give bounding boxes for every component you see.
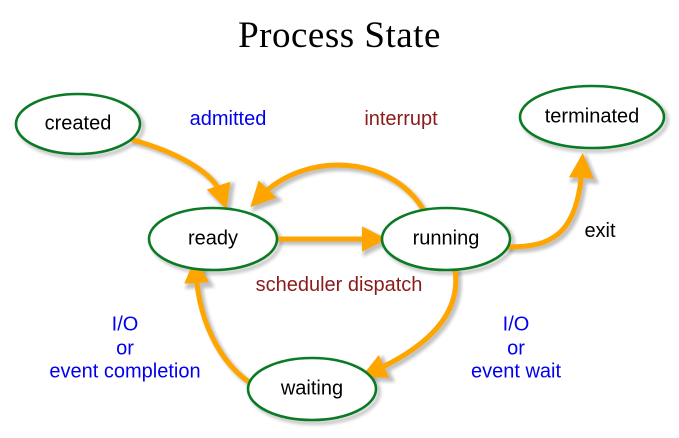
edge-io-event-completion: [184, 258, 262, 391]
edges: [130, 137, 594, 391]
node-label-waiting: waiting: [280, 377, 344, 400]
edge-admitted: [130, 137, 231, 210]
node-terminated[interactable]: [518, 84, 666, 150]
node-running[interactable]: [380, 206, 512, 272]
edge-exit: [505, 153, 594, 250]
node-waiting[interactable]: [246, 356, 378, 422]
edge-label-exit: exit: [584, 220, 616, 243]
node-created[interactable]: [14, 92, 142, 156]
nodes: [14, 84, 666, 422]
node-label-ready: ready: [187, 227, 239, 250]
node-label-running: running: [412, 227, 480, 250]
node-label-created: created: [44, 112, 112, 135]
node-label-terminated: terminated: [544, 105, 640, 128]
edge-io-event-wait: [361, 267, 459, 378]
edge-label-scheduler-dispatch: scheduler dispatch: [255, 274, 423, 297]
edge-interrupt: [250, 162, 427, 214]
node-ready[interactable]: [147, 206, 279, 272]
edge-label-admitted: admitted: [189, 108, 267, 131]
page-title: Process State: [238, 15, 441, 56]
edge-label-interrupt: interrupt: [364, 108, 438, 131]
